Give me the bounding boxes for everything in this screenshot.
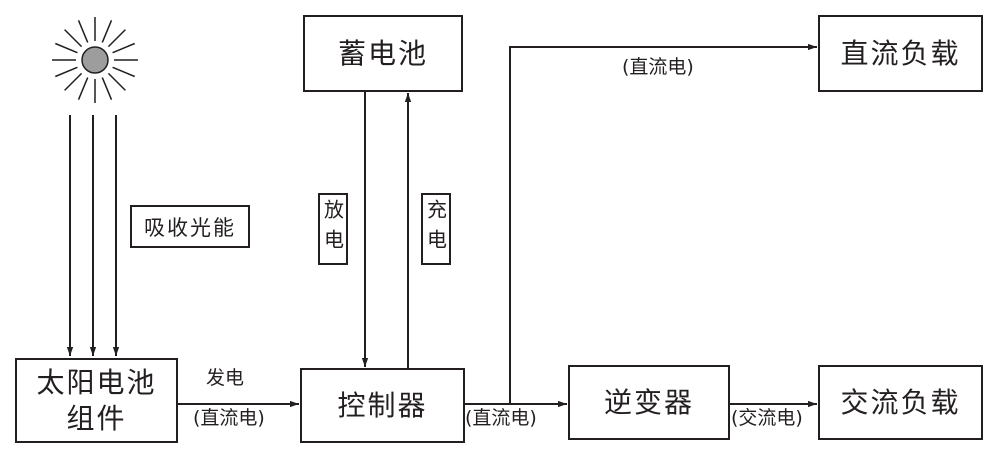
solar-module-label-line2: 组件 [66,401,127,435]
sun-ray [64,72,83,91]
sun-ray [107,29,126,48]
sun-ray [107,72,126,91]
controller-box: 控制器 [300,368,465,443]
battery-label: 蓄电池 [337,36,428,70]
inverter-label: 逆变器 [603,385,694,419]
solar-module-label-line1: 太阳电池 [36,365,157,399]
battery-box: 蓄电池 [303,15,463,92]
discharge-label-box: 放电 [318,193,348,265]
sun-ray [101,20,113,43]
charge-label-box: 充电 [421,193,451,265]
controller-dc-label: (直流电) [465,407,537,429]
absorb-light-label: 吸收光能 [144,215,236,240]
sun-ray [77,77,89,100]
dc-load-label: 直流负载 [840,36,961,70]
sun-icon [52,17,138,103]
sun-ray [101,77,113,100]
absorb-light-box: 吸收光能 [130,205,250,248]
ac-load-label: 交流负载 [840,385,961,419]
solar-dc-label: (直流电) [193,407,265,429]
sun-ray [55,42,78,54]
sun-disc [81,46,109,74]
branch-dc-label: (直流电) [622,56,694,78]
sun-ray [112,66,135,78]
sun-ray [112,42,135,54]
sun-ray [55,66,78,78]
charge-label: 充电 [423,199,448,259]
solar-module-box: 太阳电池 组件 [15,358,178,443]
controller-label: 控制器 [337,388,428,422]
ac-label: (交流电) [731,407,803,429]
sun-ray [77,20,89,43]
inverter-box: 逆变器 [568,365,730,440]
generate-label: 发电 [206,367,245,389]
sun-rays [52,17,138,103]
controller-to-dc-load-arrow [509,43,817,404]
sun-ray [64,29,83,48]
discharge-label: 放电 [320,199,345,259]
dc-load-box: 直流负载 [818,15,983,92]
ac-load-box: 交流负载 [818,365,983,440]
